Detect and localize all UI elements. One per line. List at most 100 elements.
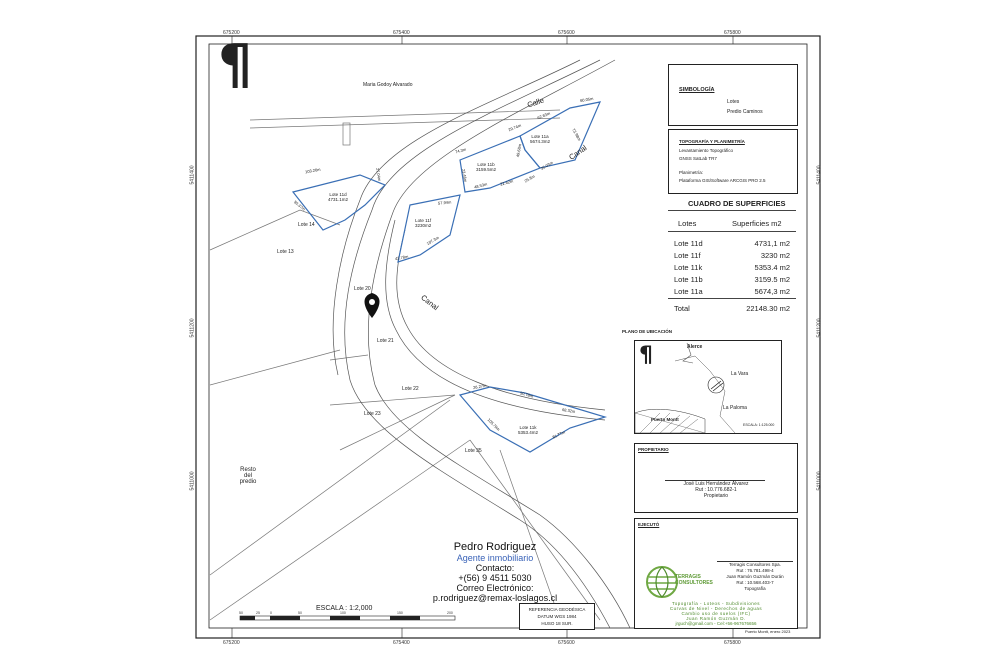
top-coord: 675800 [724,30,741,36]
survey-box: TOPOGRAFÍA Y PLANIMETRÍA Levantamiento T… [668,129,798,194]
executed-person-rut: Rut : 10.568.403-7 [736,580,774,585]
scale-tick: 50 [239,611,243,615]
services-line: Cambio uso de suelos (IFC) [681,611,751,616]
executed-title: EJECUTÓ [638,522,660,527]
executed-company-rut: Rut : 76.781.498-4 [736,568,774,573]
lot-11d-outline [291,174,387,231]
location-label: Puerto Montt [651,417,679,422]
logo-text: TERRAGIS [675,574,701,580]
plan-date: Puerto Montt, enero 2023 [745,629,791,634]
areas-table-title: CUADRO DE SUPERFICIES [688,199,786,208]
areas-col-header: Superficies m2 [732,219,782,228]
geodesic-line: HUSO 18 SUR. [541,621,573,626]
top-coord: 675200 [223,30,240,36]
top-coord: 675400 [393,30,410,36]
services-line: Juan Ramón Guzmán D. [686,616,746,621]
location-label: La Vara [731,371,749,377]
owner-title: PROPIETARIO [638,447,669,452]
scale-tick: 200 [447,611,453,615]
logo-text: CONSULTORES [675,580,713,586]
owner-role: Propietario [703,493,729,499]
geodesic-line: DATUM WGS 1984 [537,614,577,619]
neighbor-label: Maria Godoy Alvarado [363,82,413,88]
scale-label: ESCALA : 1:2,000 [316,605,373,612]
lot-label: Lote 23 [364,411,381,417]
legend-item-roads: Predio Caminos [727,109,763,115]
location-map: ¶ Alerce La Vara La Paloma Puerto Montt … [634,340,782,434]
bottom-coord: 675800 [724,640,741,646]
scale-tick: 150 [397,611,403,615]
services-box: Topografía - Loteos - Subdivisiones Curv… [634,600,798,629]
location-label: La Paloma [723,405,747,411]
executed-role: Topografía [744,586,766,591]
survey-line: Levantamiento Topográfico [679,148,733,153]
owner-rut: Rut : 10.776.682-1 [695,487,737,493]
bottom-coord: 675400 [393,640,410,646]
services-line: Curvas de Nivel - Derechos de aguas [669,606,763,611]
right-coord: 5411400 [816,165,823,185]
lot-label: Lote 13 [277,249,294,255]
location-map-title: PLANO DE UBICACIÓN [622,329,673,334]
survey-line: Plataforma GIS/Software ARCGIS PRO 2.5 [679,178,766,183]
lot-11k-outline [458,386,608,453]
scale-tick: 0 [270,611,272,615]
location-pin-icon [364,293,380,318]
legend-title: SIMBOLOGÍA [679,87,715,93]
services-line: Topografía - Loteos - Subdivisiones [671,601,761,606]
right-coord: 5411000 [816,471,823,491]
survey-title: TOPOGRAFÍA Y PLANIMETRÍA [679,139,745,144]
executed-person: Juan Ramón Guzmán Durán [726,574,784,579]
owner-box: PROPIETARIO José Luis Hernández Álvarez … [634,443,798,513]
scale-tick: 25 [256,611,260,615]
areas-col-header: Lotes [678,219,697,228]
survey-line: Planimetría: [679,170,704,175]
executed-box: EJECUTÓ TERRAGIS CONSULTORES Terragis Co… [634,518,798,602]
geodesic-line: REFERENCIA GEODÉSICA [528,607,586,612]
agent-name: Pedro Rodriguez [453,541,537,553]
right-coord: 5411200 [816,318,823,338]
agent-phone[interactable]: +(56) 9 4511 5030 [458,573,532,583]
agent-title: Agente inmobiliario [456,553,534,563]
lot-label: Lote 20 [354,286,371,292]
north-arrow-icon: ¶ [639,343,653,368]
services-line: jrguch@gmail.com - Cel:+56-967676656 [675,621,757,626]
lot-label: Lote 35 [465,448,482,454]
agent-email-label: Correo Electrónico: [456,583,534,593]
geodesic-box: REFERENCIA GEODÉSICA DATUM WGS 1984 HUSO… [519,603,595,630]
left-coord: 5411200 [189,318,196,338]
left-coord: 5411400 [189,165,196,185]
north-arrow-icon: ¶ [218,33,253,96]
lot-11f-outline [397,194,461,263]
scale-tick: 100 [340,611,346,615]
agent-email[interactable]: p.rodriguez@remax-loslagos.cl [432,593,558,603]
areas-table: CUADRO DE SUPERFICIES Lotes Superficies … [668,196,796,318]
legend-box: SIMBOLOGÍA Lotes Predio Caminos [668,64,798,126]
lot-label: Lote 21 [377,338,394,344]
lot-11b-outline [459,135,541,193]
lot-label: Lote 22 [402,386,419,392]
legend-item-lots: Lotes [727,99,740,105]
executed-company: Terragis Consultores Spa. [729,562,781,567]
left-coord: 5411000 [189,471,196,491]
location-map-graphic [635,342,736,433]
scale-tick: 50 [298,611,302,615]
location-label: Alerce [687,344,703,350]
bottom-coord: 675600 [558,640,575,646]
agent-contact: Pedro Rodriguez Agente inmobiliario Cont… [405,541,585,603]
location-scale: ESCALA: 1:125.000 [743,423,775,427]
terragis-logo-icon [646,566,678,598]
owner-name: José Luis Hernández Álvarez [683,481,749,487]
bottom-coord: 675200 [223,640,240,646]
agent-contact-label: Contacto: [475,563,515,573]
survey-line: GNSS SatLab TR7 [679,156,717,161]
lot-label: Lote 14 [298,222,315,228]
top-coord: 675600 [558,30,575,36]
